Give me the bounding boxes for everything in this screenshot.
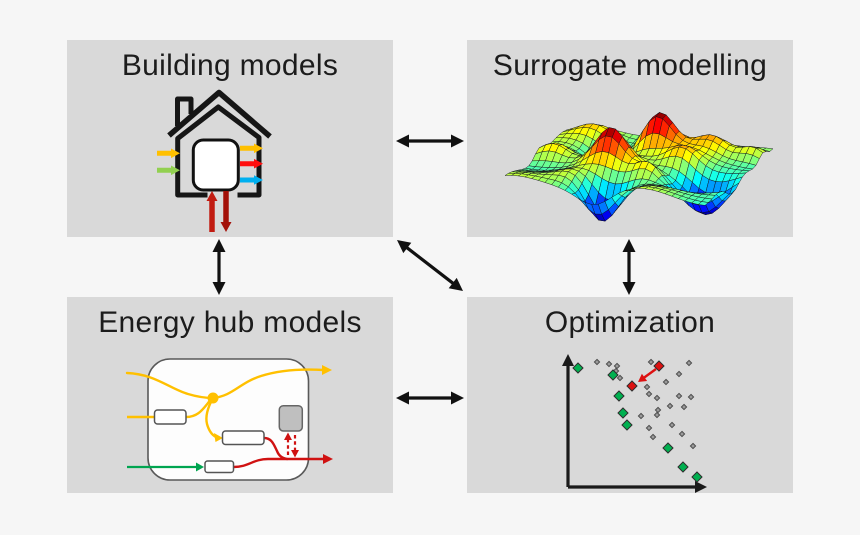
roof [167,89,272,139]
scatter-point [662,378,670,386]
scatter-point [666,402,674,410]
scatter-point [689,442,697,450]
surrogate-surface-plot [504,112,774,222]
scatter-point [662,442,674,454]
scatter-point [691,471,703,483]
scatter-point [626,380,638,392]
scatter-point [653,411,661,419]
storage-discharge-arrowhead [291,450,299,458]
scatter-point [678,430,686,438]
ground-up-arrow [206,191,218,232]
scatter-point [593,358,601,366]
heat-out-arrowhead [323,454,333,464]
hub-container [147,358,310,481]
gas-line-in-top [125,371,215,400]
scatter-point [677,461,689,473]
scatter-point [653,394,661,402]
x-axis [568,481,707,493]
scatter-point [613,390,625,402]
electricity-line-in [127,462,204,472]
node-to-converter2 [205,396,218,439]
model-box [191,138,240,192]
heat-line-out [232,457,327,469]
connector-surrogate-optimization [622,239,636,295]
optimization-scatter-plot [562,354,707,493]
scatter-point [572,362,584,374]
panel-title-building-models: Building models [121,49,339,82]
converter2-to-heat [262,436,289,461]
input-heat-arrow [157,148,180,159]
scatter-point [605,360,613,368]
junction-node [207,392,219,404]
energy-hub-schematic [125,358,333,481]
ground-down-arrow [220,191,232,232]
output-red-arrow [240,158,263,169]
scatter-point [647,358,655,366]
panel-energy-hub-models: Energy hub models [67,297,393,493]
scatter-point [607,369,619,381]
input-green-arrow [157,165,180,176]
gas-out-arrowhead [322,365,332,375]
scatter-point [680,403,688,411]
scatter-point [621,419,633,431]
scatter-point [675,370,683,378]
scatter-point [613,362,621,370]
scatter-point [616,374,624,382]
panel-title-optimization: Optimization [544,306,716,339]
panel-building-models: Building models [67,40,393,237]
walls [175,104,262,198]
converter1-box [153,409,187,425]
scatter-point [643,383,651,391]
scatter-point [653,360,665,372]
output-orange-arrow [240,143,263,154]
panel-optimization: Optimization [467,297,793,493]
converter3-box [204,460,235,474]
scatter-point [668,421,676,429]
output-blue-arrow [240,175,263,185]
storage-charge-arrowhead [284,432,292,440]
converter2-box [221,430,265,446]
building-house-icon [157,89,272,232]
panel-title-surrogate-modelling: Surrogate modelling [492,49,768,82]
gas-line-out-top [211,368,326,400]
panel-surrogate-modelling: Surrogate modelling [467,40,793,237]
connector-building-energyhub [212,239,226,295]
scatter-point [685,359,693,367]
scatter-point [654,406,662,414]
scatter-point [687,393,695,401]
chimney [175,96,194,126]
connector-energyhub-optimization [396,391,464,405]
connector-building-surrogate [396,134,464,148]
connector-building-optimization [397,240,463,291]
scatter-point [675,392,683,400]
node-arrowhead [214,433,223,442]
scatter-point [645,424,653,432]
panel-title-energy-hub-models: Energy hub models [98,306,362,339]
scatter-point [649,433,657,441]
storage-box [278,404,304,432]
y-axis [562,354,574,487]
scatter-point [617,407,629,419]
improvement-arrow [638,368,657,382]
scatter-point [645,390,653,398]
scatter-point [637,412,645,420]
